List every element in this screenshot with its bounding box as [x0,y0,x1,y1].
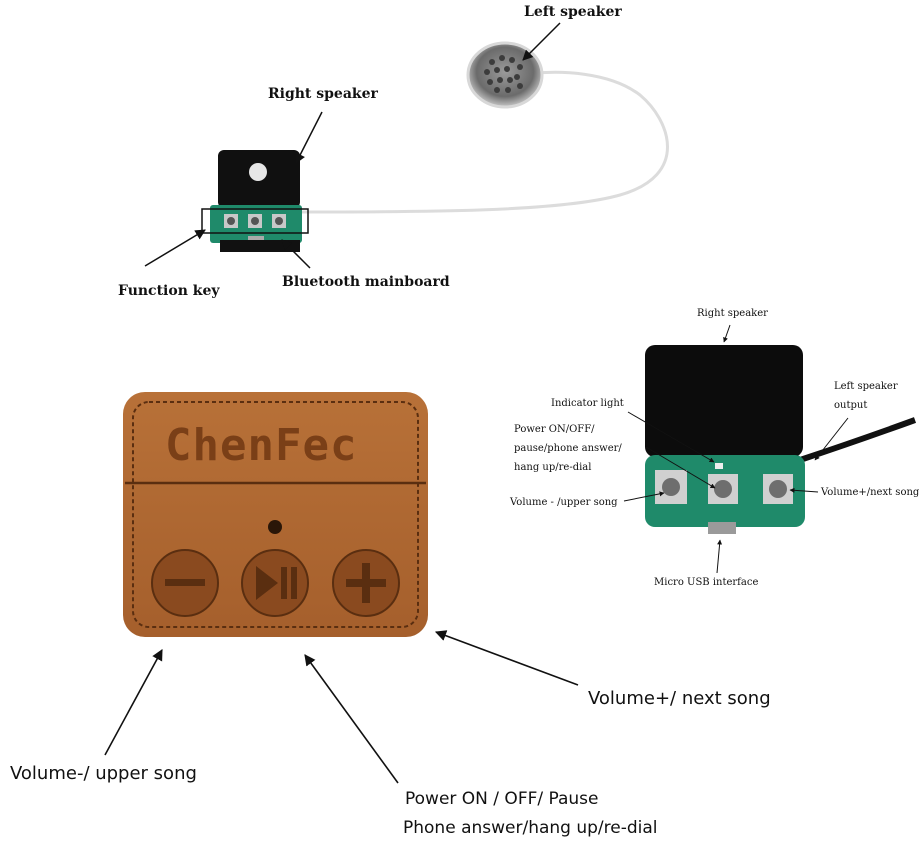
board-label-volume-minus: Volume - /upper song [510,497,618,508]
board-label-left-speaker-line2: output [834,400,868,411]
label-left-speaker: Left speaker [524,4,622,20]
board-label-power-line3: hang up/re-dial [514,462,592,473]
label-function-key: Function key [118,283,220,299]
board-label-power-line2: pause/phone answer/ [514,443,622,454]
board-label-micro-usb: Micro USB interface [654,577,759,588]
label-right-speaker: Right speaker [268,86,378,102]
label-power-pause: Power ON / OFF/ Pause [405,789,599,809]
brand-logo: ChenFec [165,420,358,471]
board-label-right-speaker: Right speaker [697,308,768,319]
label-phone-answer: Phone answer/hang up/re-dial [403,818,658,838]
label-volume-plus-next: Volume+/ next song [588,688,771,709]
right-speaker-box-graphic [201,150,309,252]
leather-patch-graphic [123,392,428,637]
board-label-power-line1: Power ON/OFF/ [514,424,595,435]
board-label-volume-plus: Volume+/next song [821,487,920,498]
speaker-cable [299,70,669,214]
board-label-indicator-light: Indicator light [551,398,624,409]
board-label-left-speaker-line1: Left speaker [834,381,898,392]
label-volume-minus-upper: Volume-/ upper song [10,763,197,784]
label-bluetooth-mainboard: Bluetooth mainboard [282,274,450,290]
board-graphic [645,345,917,534]
